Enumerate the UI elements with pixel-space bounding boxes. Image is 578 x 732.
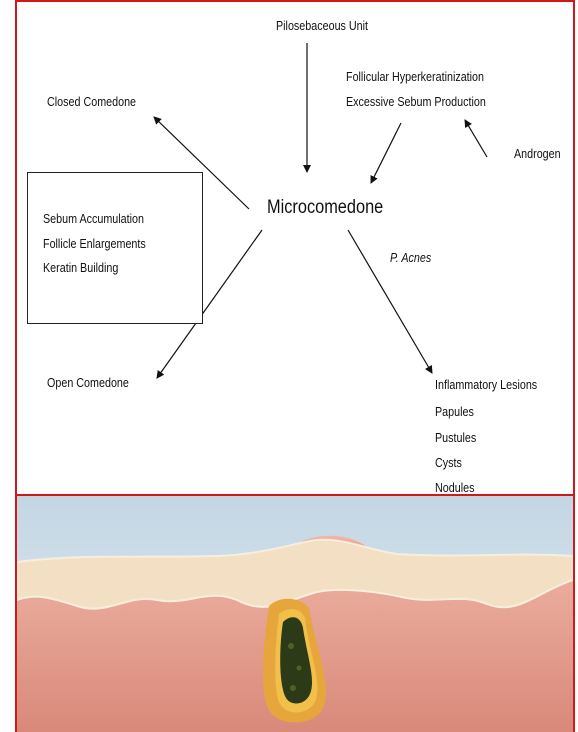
lesion-nodules: Nodules (435, 482, 474, 495)
arrow-hyperkeratinization-to-center (371, 123, 401, 183)
microcomedone-label: Microcomedone (267, 198, 383, 217)
lesion-papules: Papules (435, 406, 474, 419)
box-line-keratin-building: Keratin Building (43, 262, 118, 275)
skin-illustration (15, 496, 575, 732)
box-line-sebum-accumulation: Sebum Accumulation (43, 213, 144, 226)
p-acnes-label: P. Acnes (390, 252, 431, 265)
skin-cross-section-icon (17, 496, 573, 732)
box-line-follicle-enlargements: Follicle Enlargements (43, 238, 146, 251)
pilosebaceous-unit-label: Pilosebaceous Unit (276, 20, 368, 33)
open-comedone-label: Open Comedone (47, 377, 129, 390)
androgen-label: Androgen (514, 148, 561, 161)
sebum-production-label: Excessive Sebum Production (346, 96, 486, 109)
hyperkeratinization-label: Follicular Hyperkeratinization (346, 71, 484, 84)
arrow-androgen-to-upper-right (465, 120, 487, 157)
lesion-inflammatory: Inflammatory Lesions (435, 379, 537, 392)
lesion-pustules: Pustules (435, 432, 476, 445)
closed-comedone-label: Closed Comedone (47, 96, 136, 109)
lesion-cysts: Cysts (435, 457, 462, 470)
